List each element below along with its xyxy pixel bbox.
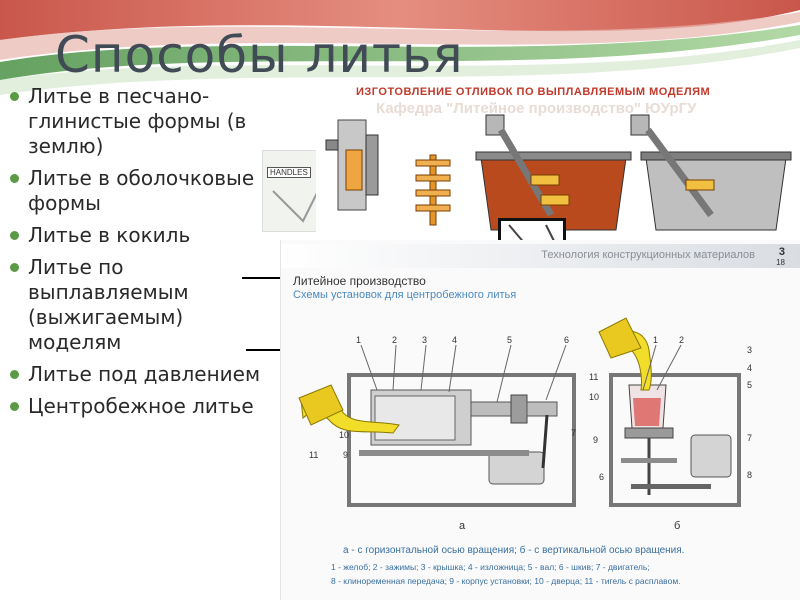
label-a-1: 1	[356, 335, 362, 345]
legend-line-1: 1 - желоб; 2 - зажимы; 3 - крышка; 4 - и…	[331, 562, 650, 572]
handles-label: HANDLES	[267, 167, 311, 178]
bullet-die-casting: Литье под давлением	[10, 362, 280, 387]
bullet-list: Литье в песчано-глинистые формы (в землю…	[10, 84, 280, 426]
label-a-7: 7	[571, 428, 577, 438]
label-b-7: 7	[747, 433, 753, 443]
label-a-6: 6	[564, 335, 570, 345]
wave-decoration	[0, 0, 800, 95]
header-ribbon	[0, 0, 800, 110]
page-total: 18	[776, 258, 785, 267]
label-a-11: 11	[309, 450, 319, 460]
bullet-shell-molding: Литье в оболочковые формы	[10, 166, 280, 216]
centrifugal-casting-figure: Технология конструкционных материалов 3 …	[280, 240, 800, 600]
label-a-9: 9	[343, 450, 349, 460]
shell-mold-image: HANDLES	[262, 150, 324, 232]
label-a-10: 10	[339, 430, 350, 440]
bullet-sand-casting: Литье в песчано-глинистые формы (в землю…	[10, 84, 280, 159]
label-b-9: 9	[593, 435, 599, 445]
mold-sketch	[272, 190, 319, 223]
slide-title: Способы литья	[55, 26, 464, 84]
machine-vertical	[598, 317, 741, 507]
leader-lines	[360, 344, 682, 403]
label-a-5: 5	[507, 335, 513, 345]
slurry-vessel	[475, 114, 632, 231]
subfigure-label-b: б	[674, 520, 681, 532]
machine-horizontal	[298, 373, 576, 507]
label-b-2: 2	[679, 335, 685, 345]
wax-tree	[415, 154, 451, 226]
label-a-4: 4	[452, 335, 458, 345]
subfigure-label-a: а	[459, 520, 466, 532]
label-b-3: 3	[747, 345, 753, 355]
wax-press	[325, 119, 379, 211]
page-number: 3	[778, 246, 785, 258]
legend-line-2: 8 - клиноременная передача; 9 - корпус у…	[331, 576, 681, 586]
sand-vessel	[630, 114, 792, 231]
label-b-10: 10	[589, 392, 600, 402]
label-a-2: 2	[392, 335, 398, 345]
course-bar: Технология конструкционных материалов 3 …	[281, 244, 800, 268]
bullet-chill-casting: Литье в кокиль	[10, 223, 280, 248]
label-b-6: 6	[599, 472, 605, 482]
figure-heading: Литейное производство	[293, 274, 426, 288]
bullet-centrifugal-casting: Центробежное литье	[10, 394, 280, 419]
investment-process-drawing	[325, 114, 792, 231]
label-a-3: 3	[422, 335, 428, 345]
course-title: Технология конструкционных материалов	[541, 249, 755, 261]
label-b-11: 11	[589, 372, 599, 382]
label-b-1: 1	[653, 335, 659, 345]
figure-subheading: Схемы установок для центробежного литья	[293, 289, 517, 301]
watermark-text: Кафедра "Литейное производство" ЮУрГУ	[376, 100, 697, 117]
label-b-8: 8	[747, 470, 753, 480]
centrifugal-drawing	[298, 317, 741, 507]
label-b-5: 5	[747, 380, 753, 390]
label-b-4: 4	[747, 363, 753, 373]
figure-caption: а - с горизонтальной осью вращения; б - …	[343, 545, 685, 556]
investment-header: ИЗГОТОВЛЕНИЕ ОТЛИВОК ПО ВЫПЛАВЛЯЕМЫМ МОД…	[356, 86, 711, 98]
investment-casting-figure: ИЗГОТОВЛЕНИЕ ОТЛИВОК ПО ВЫПЛАВЛЯЕМЫМ МОД…	[316, 80, 800, 240]
bullet-investment-casting: Литье по выплавляемым (выжигаемым) модел…	[10, 255, 280, 355]
